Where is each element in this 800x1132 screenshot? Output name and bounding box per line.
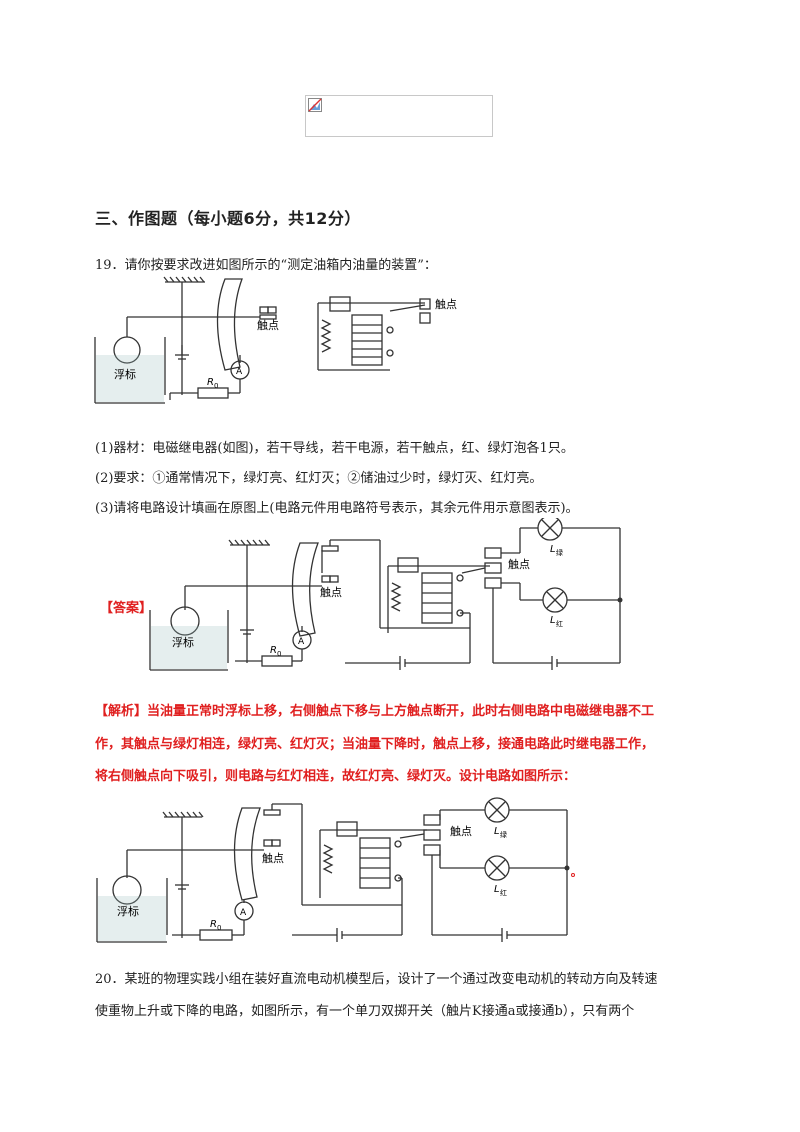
explanation-circuit-figure: 浮标 触点 A R 0 触点 L 绿 L 红 (96, 797, 575, 943)
explanation-resistor-label: R (210, 919, 217, 930)
explanation-line-3: 将右侧触点向下吸引，则电路与红灯相连，故红灯亮、绿灯灭。设计电路如图所示： (95, 769, 577, 784)
question-20-line-2: 使重物上升或下降的电路，如图所示，有一个单刀双掷开关（触片K接通a或接通b），只… (95, 1004, 635, 1019)
explanation-lamp-green-label: L (494, 826, 500, 837)
explanation-text-1: 当油量正常时浮标上移，右侧触点下移与上方触点断开，此时右侧电路中电磁继电器不工 (147, 704, 655, 719)
relay-contact-label: 触点 (435, 297, 457, 311)
explanation-line-2: 作，其触点与绿灯相连，绿灯亮、红灯灭；当油量下降时，触点上移，接通电路此时继电器… (95, 737, 655, 752)
answer-resistor-sub-label: 0 (277, 650, 281, 658)
float-label: 浮标 (114, 367, 136, 381)
explanation-line-1: 【解析】当油量正常时浮标上移，右侧触点下移与上方触点断开，此时右侧电路中电磁继电… (95, 700, 654, 719)
explanation-lamp-red-label: L (494, 884, 500, 895)
section-title: 三、作图题（每小题6分，共12分） (95, 209, 361, 228)
answer-lamp-green-label: L (550, 544, 556, 555)
resistor-label: R (207, 377, 214, 388)
answer-tag: 【答案】 (100, 601, 153, 616)
resistor-sub-label: 0 (214, 382, 218, 390)
question-19-item-3: (3)请将电路设计填画在原图上(电路元件用电路符号表示，其余元件用示意图表示)。 (95, 501, 579, 516)
explanation-contact-label: 触点 (262, 851, 284, 865)
answer-contact-label: 触点 (320, 585, 342, 599)
question-19-stem: 19．请你按要求改进如图所示的“测定油箱内油量的装置”： (95, 258, 437, 273)
answer-lamp-red-sub: 红 (556, 619, 563, 628)
answer-circuit-figure: 浮标 触点 A R 0 触点 L 绿 L 红 (149, 518, 623, 671)
broken-image-placeholder (305, 95, 493, 137)
question-19-item-1: (1)器材：电磁继电器(如图)，若干导线，若干电源，若干触点，红、绿灯泡各1只。 (95, 441, 574, 456)
oil-gauge-figure: 浮标 触点 A R 0 触点 (94, 276, 457, 404)
broken-image-icon (308, 98, 322, 112)
explanation-tag: 【解析】 (95, 704, 148, 719)
ammeter-label: A (236, 367, 243, 377)
explanation-ammeter-label: A (240, 908, 247, 918)
answer-lamp-green-sub: 绿 (556, 548, 563, 557)
question-20-line-1: 20．某班的物理实践小组在装好直流电动机模型后，设计了一个通过改变电动机的转动方… (95, 972, 658, 987)
question-19-item-2: (2)要求：①通常情况下，绿灯亮、红灯灭；②储油过少时，绿灯灭、红灯亮。 (95, 471, 543, 486)
explanation-float-label: 浮标 (117, 904, 139, 918)
answer-float-label: 浮标 (172, 635, 194, 649)
explanation-resistor-sub-label: 0 (217, 924, 221, 932)
answer-resistor-label: R (270, 645, 277, 656)
contact-label: 触点 (257, 318, 279, 332)
explanation-lamp-green-sub: 绿 (500, 830, 507, 839)
answer-relay-contact-label: 触点 (508, 557, 530, 571)
answer-lamp-red-label: L (550, 615, 556, 626)
explanation-relay-contact-label: 触点 (450, 824, 472, 838)
explanation-lamp-red-sub: 红 (500, 888, 507, 897)
answer-ammeter-label: A (298, 637, 305, 647)
